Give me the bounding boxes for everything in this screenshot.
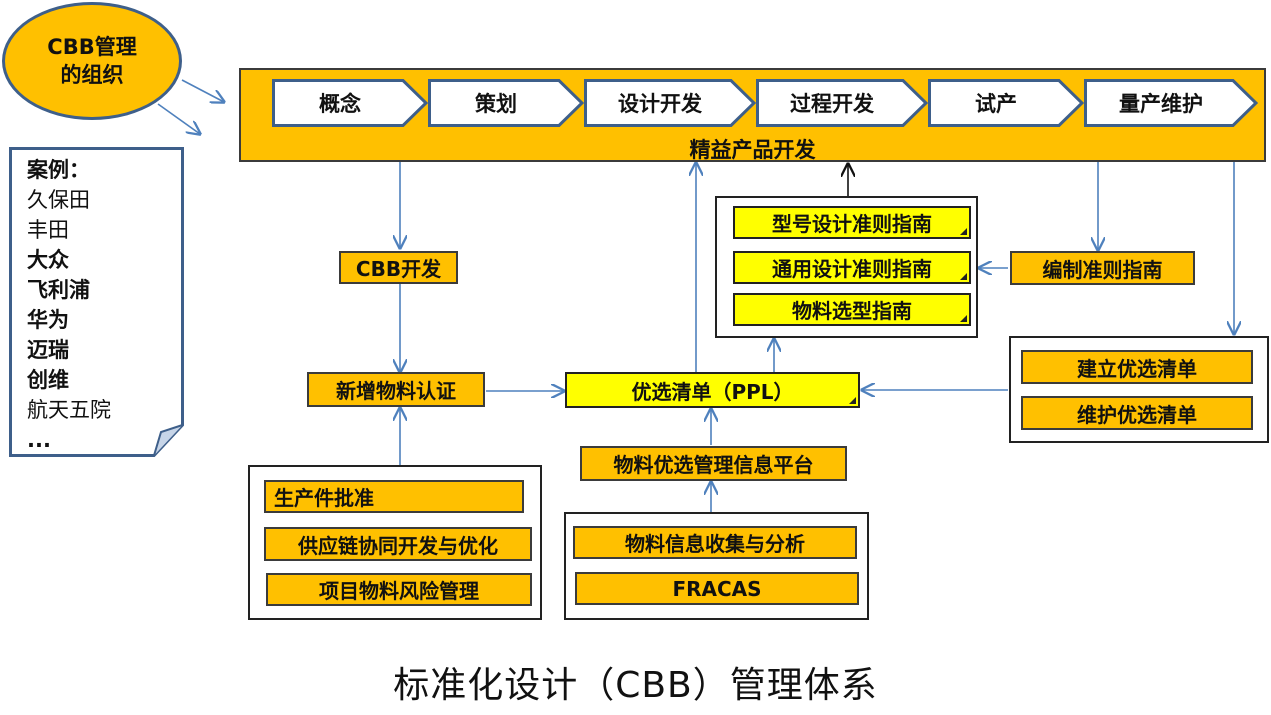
stage-trial: 试产 (928, 79, 1084, 127)
ppl-box: 优选清单（PPL） (565, 372, 860, 408)
cases-card: 案例： 久保田 丰田 大众 飞利浦 华为 迈瑞 创维 航天五院 ... (9, 147, 184, 457)
org-line1: CBB管理 (47, 35, 137, 59)
compile-guides-box: 编制准则指南 (1010, 251, 1195, 285)
project-material-risk: 项目物料风险管理 (266, 573, 532, 606)
org-line2: 的组织 (60, 63, 124, 87)
guide-model-design: 型号设计准则指南 (733, 206, 971, 239)
arrow-org-to-lean-2 (157, 103, 200, 134)
stage-label: 量产维护 (1119, 92, 1203, 116)
case-item: 航天五院 (27, 398, 111, 422)
stage-label: 策划 (475, 92, 517, 116)
stage-label: 过程开发 (790, 92, 874, 116)
material-info-analysis: 物料信息收集与分析 (573, 526, 857, 559)
production-part-approval: 生产件批准 (264, 480, 524, 513)
establish-ppl-box: 建立优选清单 (1021, 350, 1253, 384)
case-item: 大众 (27, 248, 69, 272)
case-item: ... (27, 428, 51, 452)
new-material-box: 新增物料认证 (307, 372, 485, 407)
case-item: 久保田 (27, 188, 90, 212)
diagram-title: 标准化设计（CBB）管理体系 (393, 665, 878, 706)
ppl-label: 优选清单（PPL） (631, 379, 794, 404)
stage-process-dev: 过程开发 (756, 79, 928, 127)
lean-dev-label: 精益产品开发 (689, 138, 816, 162)
stage-mass-production: 量产维护 (1084, 79, 1258, 127)
maintain-ppl-box: 维护优选清单 (1021, 396, 1253, 430)
case-item: 迈瑞 (27, 338, 69, 362)
supply-chain-collab: 供应链协同开发与优化 (264, 527, 532, 561)
stage-label: 试产 (975, 92, 1017, 116)
arrow-org-to-lean-1 (181, 79, 224, 102)
fracas-box: FRACAS (575, 572, 859, 605)
case-item: 飞利浦 (27, 278, 90, 302)
platform-box: 物料优选管理信息平台 (580, 446, 847, 481)
stage-label: 设计开发 (618, 92, 702, 116)
stage-design-dev: 设计开发 (584, 79, 756, 127)
case-item: 华为 (27, 308, 69, 332)
case-item: 丰田 (27, 218, 69, 242)
stage-concept: 概念 (272, 79, 428, 127)
guide-material-selection: 物料选型指南 (733, 293, 971, 326)
guide-label: 通用设计准则指南 (772, 257, 932, 281)
cbb-dev-box: CBB开发 (339, 251, 458, 284)
stage-label: 概念 (319, 92, 361, 116)
cases-heading: 案例： (27, 158, 90, 182)
case-item: 创维 (27, 368, 69, 392)
guide-label: 型号设计准则指南 (772, 212, 932, 236)
org-ellipse: CBB管理 的组织 (2, 2, 182, 120)
guide-label: 物料选型指南 (792, 299, 912, 323)
guide-general-design: 通用设计准则指南 (733, 251, 971, 284)
stage-planning: 策划 (428, 79, 584, 127)
